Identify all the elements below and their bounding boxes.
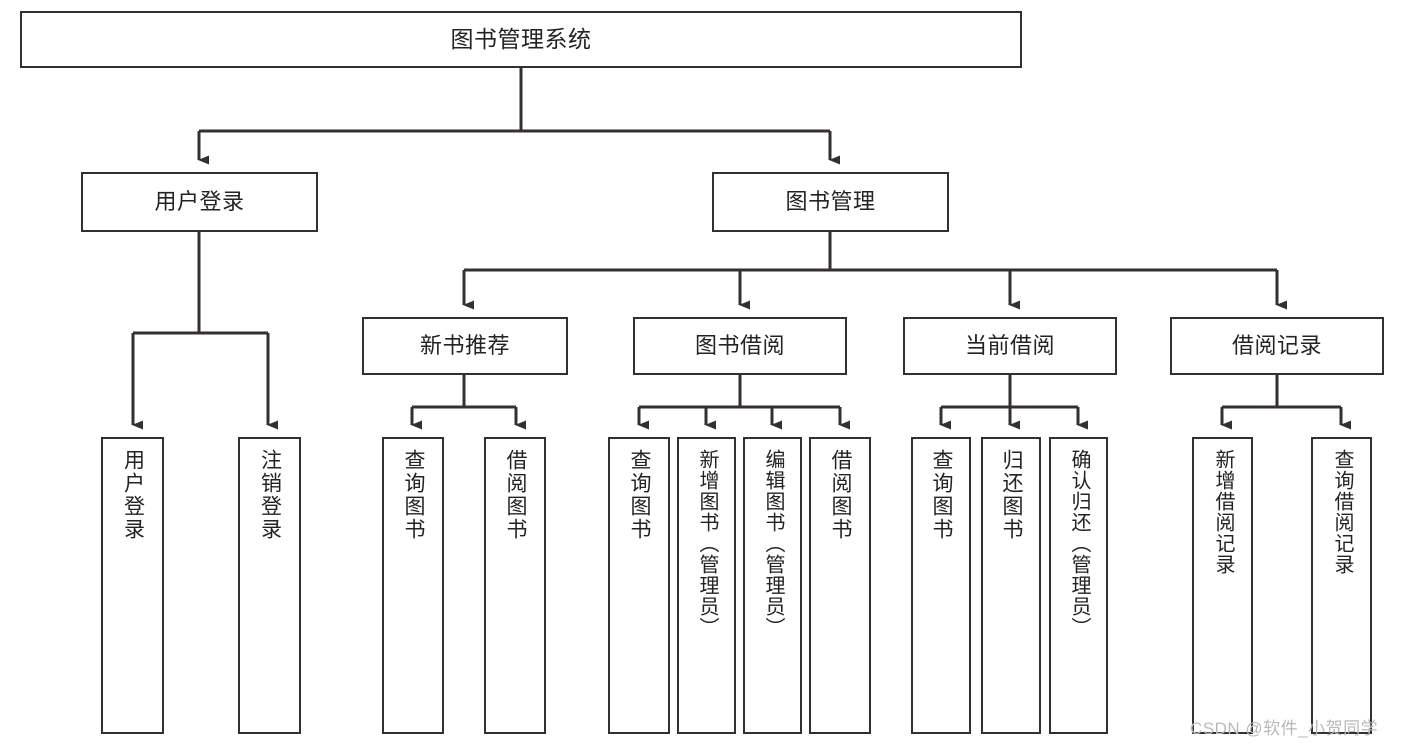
leaf-borrow-book[interactable]: 借阅图书 bbox=[809, 437, 871, 734]
node-label: 新增借阅记录 bbox=[1212, 449, 1234, 575]
leaf-confirm-return-admin[interactable]: 确认归还（管理员） bbox=[1049, 437, 1108, 734]
node-label: 图书管理系统 bbox=[450, 25, 592, 52]
node-label: 新书推荐 bbox=[419, 332, 510, 358]
leaf-borrow-book-recommend[interactable]: 借阅图书 bbox=[484, 437, 546, 734]
node-label: 查询图书 bbox=[930, 449, 954, 541]
leaf-add-borrow-record[interactable]: 新增借阅记录 bbox=[1192, 437, 1253, 734]
leaf-query-book-recommend[interactable]: 查询图书 bbox=[382, 437, 444, 734]
node-label: 编辑图书（管理员） bbox=[762, 449, 784, 638]
node-label: 注销登录 bbox=[258, 449, 282, 541]
node-label: 借阅记录 bbox=[1231, 332, 1322, 358]
node-label: 用户登录 bbox=[154, 188, 245, 214]
node-label: 借阅图书 bbox=[504, 449, 528, 541]
leaf-query-book-current[interactable]: 查询图书 bbox=[911, 437, 971, 734]
leaf-query-book-borrow[interactable]: 查询图书 bbox=[608, 437, 670, 734]
leaf-add-book-admin[interactable]: 新增图书（管理员） bbox=[677, 437, 736, 734]
leaf-return-book[interactable]: 归还图书 bbox=[981, 437, 1041, 734]
node-label: 图书管理 bbox=[785, 188, 876, 214]
node-label: 确认归还（管理员） bbox=[1068, 449, 1090, 638]
node-new-book-recommend[interactable]: 新书推荐 bbox=[362, 317, 568, 375]
leaf-logout[interactable]: 注销登录 bbox=[238, 437, 301, 734]
node-book-management[interactable]: 图书管理 bbox=[712, 172, 949, 232]
leaf-query-borrow-record[interactable]: 查询借阅记录 bbox=[1311, 437, 1372, 734]
node-borrow-record[interactable]: 借阅记录 bbox=[1170, 317, 1384, 375]
node-root-book-management-system[interactable]: 图书管理系统 bbox=[20, 11, 1022, 68]
node-label: 图书借阅 bbox=[694, 332, 785, 358]
node-label: 当前借阅 bbox=[964, 332, 1055, 358]
node-label: 查询图书 bbox=[402, 449, 426, 541]
csdn-watermark: CSDN @软件_小贺同学 bbox=[1190, 719, 1379, 738]
node-label: 查询借阅记录 bbox=[1331, 449, 1353, 575]
node-user-login[interactable]: 用户登录 bbox=[81, 172, 318, 232]
node-label: 归还图书 bbox=[1000, 449, 1024, 541]
node-label: 借阅图书 bbox=[829, 449, 853, 541]
node-label: 新增图书（管理员） bbox=[696, 449, 718, 638]
node-current-borrow[interactable]: 当前借阅 bbox=[903, 317, 1117, 375]
node-book-borrow[interactable]: 图书借阅 bbox=[633, 317, 847, 375]
leaf-edit-book-admin[interactable]: 编辑图书（管理员） bbox=[743, 437, 802, 734]
node-label: 查询图书 bbox=[628, 449, 652, 541]
leaf-user-login[interactable]: 用户登录 bbox=[101, 437, 164, 734]
node-label: 用户登录 bbox=[121, 449, 145, 541]
